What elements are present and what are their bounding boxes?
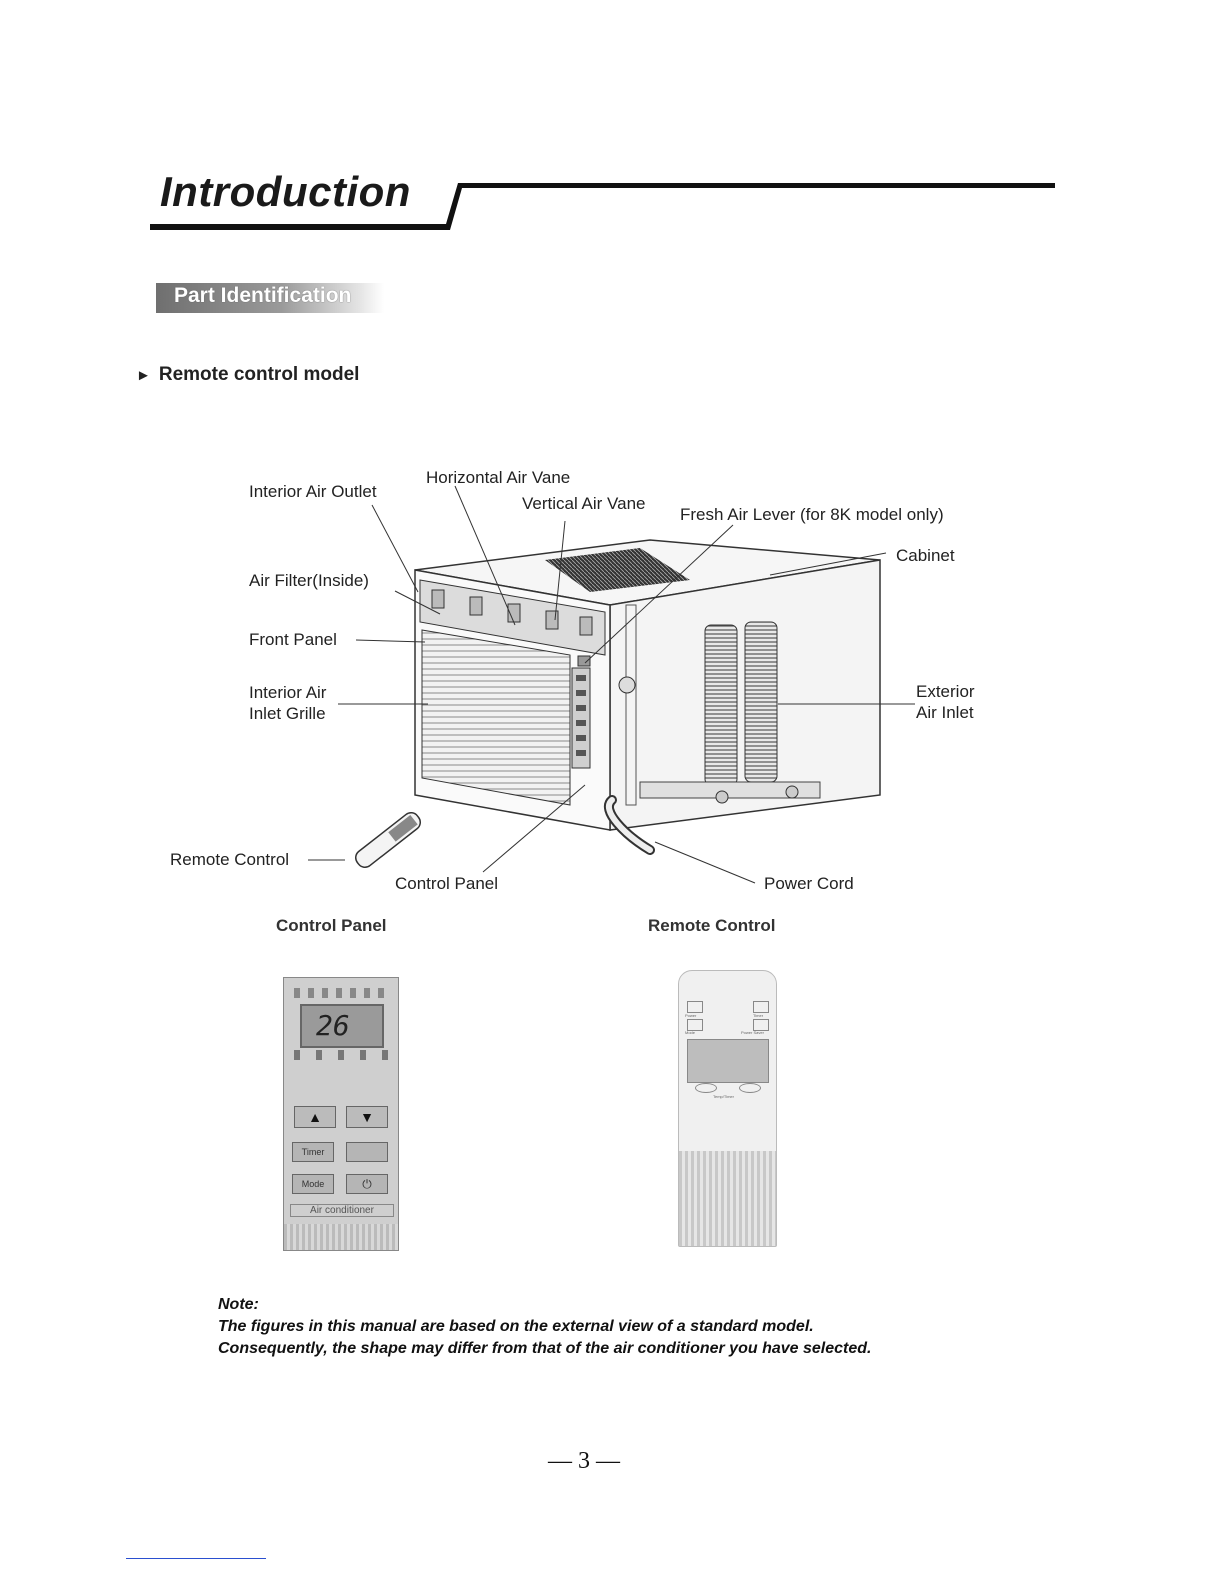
label-exterior-inlet-2: Air Inlet (916, 703, 974, 722)
label-interior-inlet-1: Interior Air (249, 683, 327, 702)
remote-control-image: Power Timer Mode Power Saver Temp/Timer (678, 970, 777, 1247)
timer-label: Timer (301, 1147, 325, 1157)
mode-button[interactable]: Mode (292, 1174, 334, 1194)
inlet-grille (421, 629, 571, 806)
remote-small-icon (354, 811, 422, 869)
section-tab: Part Identification (156, 283, 384, 313)
remote-temp-timer-label: Temp/Timer (713, 1094, 734, 1099)
up-arrow-icon: ▲ (308, 1109, 322, 1125)
temperature-display: 26 (316, 1009, 350, 1042)
subheading-text: Remote control model (158, 364, 360, 385)
section-label: Part Identification (174, 284, 352, 307)
remote-saver-label: Power Saver (741, 1030, 764, 1035)
caption-control-panel: Control Panel (276, 916, 387, 935)
label-remote-control: Remote Control (170, 850, 290, 869)
page-title: Introduction (160, 168, 411, 215)
label-interior-air-outlet: Interior Air Outlet (249, 482, 377, 501)
note-line-1: The figures in this manual are based on … (218, 1318, 814, 1335)
remote-saver-key[interactable] (753, 1019, 769, 1031)
note-line-2: Consequently, the shape may differ from … (218, 1340, 872, 1357)
indicator-row (294, 988, 388, 998)
remote-bottom-texture (679, 1151, 776, 1246)
remote-display (687, 1039, 769, 1083)
label-cabinet: Cabinet (896, 546, 955, 565)
remote-timer-label: Timer (753, 1013, 764, 1018)
down-button[interactable]: ▼ (346, 1106, 388, 1128)
power-button[interactable]: ⏻ (346, 1174, 388, 1194)
label-interior-inlet-2: Inlet Grille (249, 704, 326, 723)
label-control-panel: Control Panel (395, 874, 499, 893)
remote-temp-down[interactable] (695, 1083, 717, 1093)
display-window: 26 (300, 1004, 384, 1048)
power-icon: ⏻ (362, 1177, 372, 1191)
remote-mode-key[interactable] (687, 1019, 703, 1031)
top-vent (545, 548, 690, 592)
label-power-cord: Power Cord (764, 874, 854, 893)
label-front-panel: Front Panel (249, 630, 337, 649)
label-exterior-inlet-1: Exterior (916, 682, 975, 701)
panel-bottom-texture (284, 1224, 398, 1250)
arrow-icon: ► (136, 367, 151, 384)
label-fresh-air-lever: Fresh Air Lever (for 8K model only) (680, 505, 944, 524)
remote-timer-key[interactable] (753, 1001, 769, 1013)
subheading: ► Remote control model (136, 364, 359, 386)
note-heading: Note: (218, 1296, 259, 1313)
page-number: — 3 — (548, 1448, 620, 1474)
control-panel-image: 26 ▲ ▼ Timer Mode ⏻ Air conditioner (283, 977, 399, 1251)
mode-indicator-row (294, 1050, 388, 1060)
label-air-filter: Air Filter(Inside) (249, 571, 369, 590)
side-vent-left (704, 624, 738, 786)
caption-remote-control: Remote Control (648, 916, 776, 935)
remote-power-key[interactable] (687, 1001, 703, 1013)
fan-button[interactable] (346, 1142, 388, 1162)
label-vertical-air-vane: Vertical Air Vane (522, 494, 646, 513)
mode-label: Mode (301, 1179, 325, 1189)
side-vent-right (744, 621, 778, 783)
up-button[interactable]: ▲ (294, 1106, 336, 1128)
timer-button[interactable]: Timer (292, 1142, 334, 1162)
leader-lines (308, 485, 915, 884)
remote-mode-label: Mode (685, 1030, 696, 1035)
label-horizontal-air-vane: Horizontal Air Vane (426, 468, 571, 487)
brand-label: Air conditioner (290, 1204, 394, 1217)
footer-rule (126, 1558, 266, 1559)
down-arrow-icon: ▼ (360, 1109, 374, 1125)
remote-temp-up[interactable] (739, 1083, 761, 1093)
remote-power-label: Power (685, 1013, 697, 1018)
